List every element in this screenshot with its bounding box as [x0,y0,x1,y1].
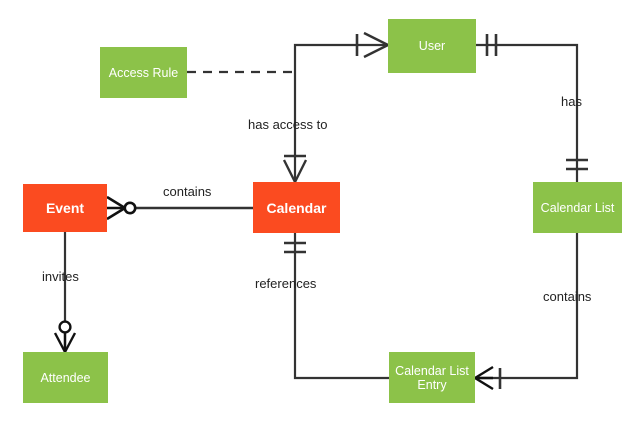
cardinality-one-or-many-calendar-top [282,154,308,183]
entity-label-calendar-list-entry: Calendar List Entry [395,363,469,392]
relationship-label-contains-calendar: contains [163,184,212,199]
entity-access-rule[interactable]: Access Rule [100,47,187,98]
wire-event-invites-attendee [53,230,77,354]
entity-calendar-list-entry[interactable]: Calendar List Entry [389,352,475,403]
cardinality-exactly-one-user-right [485,34,498,56]
entity-label-access-rule: Access Rule [108,65,179,80]
entity-label-event: Event [45,200,85,216]
entity-label-calendar-list: Calendar List [540,200,615,215]
wire-user-has-access-to-calendar [282,31,390,184]
relationship-label-references: references [255,276,317,291]
wire-calendar-list-contains-entry [473,231,579,391]
cardinality-exactly-one-calendar-bottom [284,241,306,254]
entity-label-calendar: Calendar [266,199,327,216]
entity-label-attendee: Attendee [40,370,91,385]
entity-attendee[interactable]: Attendee [23,352,108,403]
wire-event-contains-calendar [106,195,255,221]
cardinality-one-or-many-user [355,31,389,59]
cardinality-exactly-one-calendar-list-top [566,158,588,171]
cardinality-one-or-many-entry-right [474,365,502,391]
entity-calendar-list[interactable]: Calendar List [533,182,622,233]
relationship-label-has-access-to: has access to [248,117,328,132]
entity-calendar[interactable]: Calendar [253,182,340,233]
relationship-label-has: has [561,94,582,109]
relationship-label-invites: invites [42,269,79,284]
cardinality-zero-or-many-event [106,195,137,221]
relationship-label-contains-entry: contains [543,289,592,304]
entity-label-user: User [418,39,446,53]
cardinality-zero-or-many-attendee [53,320,77,353]
entity-event[interactable]: Event [23,184,107,232]
entity-user[interactable]: User [388,19,476,73]
wire-user-has-calendar-list [474,34,588,184]
wire-calendar-references-entry [284,231,391,380]
